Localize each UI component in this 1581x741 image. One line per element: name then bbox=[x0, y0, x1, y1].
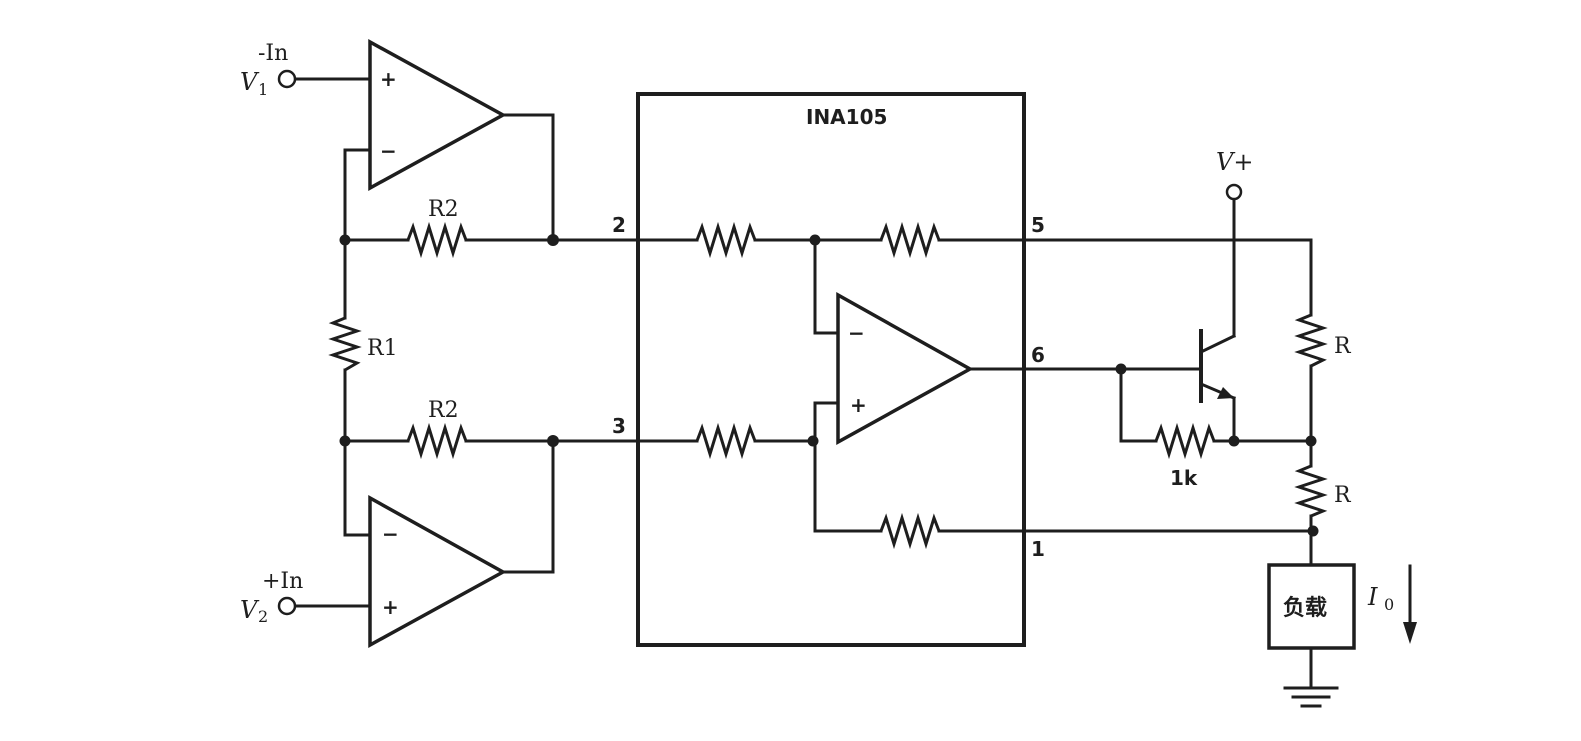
wire-bottom-opamp-inverting bbox=[343, 439, 372, 537]
plus-in-label: +In bbox=[262, 569, 303, 594]
v2-input-terminal[interactable] bbox=[277, 596, 297, 616]
pin-3-label: 3 bbox=[612, 414, 626, 438]
pin-1-label: 1 bbox=[1031, 537, 1045, 561]
ina-opamp-plus-sign: + bbox=[850, 393, 867, 417]
r2-top-label: R2 bbox=[428, 197, 459, 222]
v2-subscript: 2 bbox=[258, 607, 268, 626]
wire-bottom-opamp-output bbox=[501, 439, 555, 574]
minus-in-label: -In bbox=[258, 41, 288, 66]
input-buffer-top-opamp: + − bbox=[368, 39, 507, 191]
junction-dot bbox=[1307, 525, 1319, 537]
pin-6-label: 6 bbox=[1031, 343, 1045, 367]
v2-label: V bbox=[240, 596, 260, 624]
r2-bottom-resistor bbox=[406, 422, 468, 460]
resistor-1k-label: 1k bbox=[1170, 466, 1198, 490]
ina-opamp-minus-sign: − bbox=[848, 321, 865, 345]
r-lower-label: R bbox=[1334, 483, 1352, 508]
v1-subscript: 1 bbox=[258, 80, 268, 99]
junction-dot bbox=[1228, 435, 1240, 447]
io-label: I bbox=[1367, 583, 1378, 611]
opamp-bottom-plus-sign: + bbox=[382, 595, 399, 619]
junction-dot bbox=[339, 435, 351, 447]
ina-input-resistor-top bbox=[695, 221, 757, 259]
ina105-internal-opamp: − + bbox=[836, 292, 974, 445]
load-label: 负载 bbox=[1283, 595, 1327, 621]
pin-2-label: 2 bbox=[612, 213, 626, 237]
ina-reference-resistor bbox=[879, 512, 941, 550]
r1-label: R1 bbox=[367, 336, 398, 361]
io-subscript: 0 bbox=[1384, 595, 1394, 614]
ground-icon bbox=[1283, 686, 1339, 708]
r2-top-resistor bbox=[406, 221, 468, 259]
ina-feedback-resistor bbox=[879, 221, 941, 259]
v1-label: V bbox=[240, 68, 260, 96]
vplus-label: V+ bbox=[1216, 148, 1253, 176]
v1-input-terminal[interactable] bbox=[277, 69, 297, 89]
wire-top-opamp-inverting bbox=[343, 148, 372, 242]
r-lower-resistor bbox=[1294, 464, 1328, 518]
ina-input-resistor-bottom bbox=[695, 422, 757, 460]
wire-top-opamp-output bbox=[501, 113, 555, 242]
vplus-supply-terminal[interactable] bbox=[1225, 183, 1243, 201]
r-upper-label: R bbox=[1334, 334, 1352, 359]
r1-resistor bbox=[328, 316, 362, 372]
opamp-top-plus-sign: + bbox=[380, 67, 397, 91]
current-arrow-icon bbox=[1403, 564, 1417, 644]
opamp-top-minus-sign: − bbox=[380, 139, 397, 163]
r-upper-resistor bbox=[1294, 313, 1328, 368]
junction-dot bbox=[807, 435, 819, 447]
npn-transistor bbox=[1198, 329, 1237, 403]
r2-bottom-label: R2 bbox=[428, 398, 459, 423]
input-buffer-bottom-opamp: − + bbox=[368, 495, 507, 648]
pin-5-label: 5 bbox=[1031, 213, 1045, 237]
junction-dot bbox=[339, 234, 351, 246]
resistor-1k bbox=[1154, 422, 1216, 460]
chip-name-label: INA105 bbox=[806, 105, 887, 129]
opamp-bottom-minus-sign: − bbox=[382, 522, 399, 546]
